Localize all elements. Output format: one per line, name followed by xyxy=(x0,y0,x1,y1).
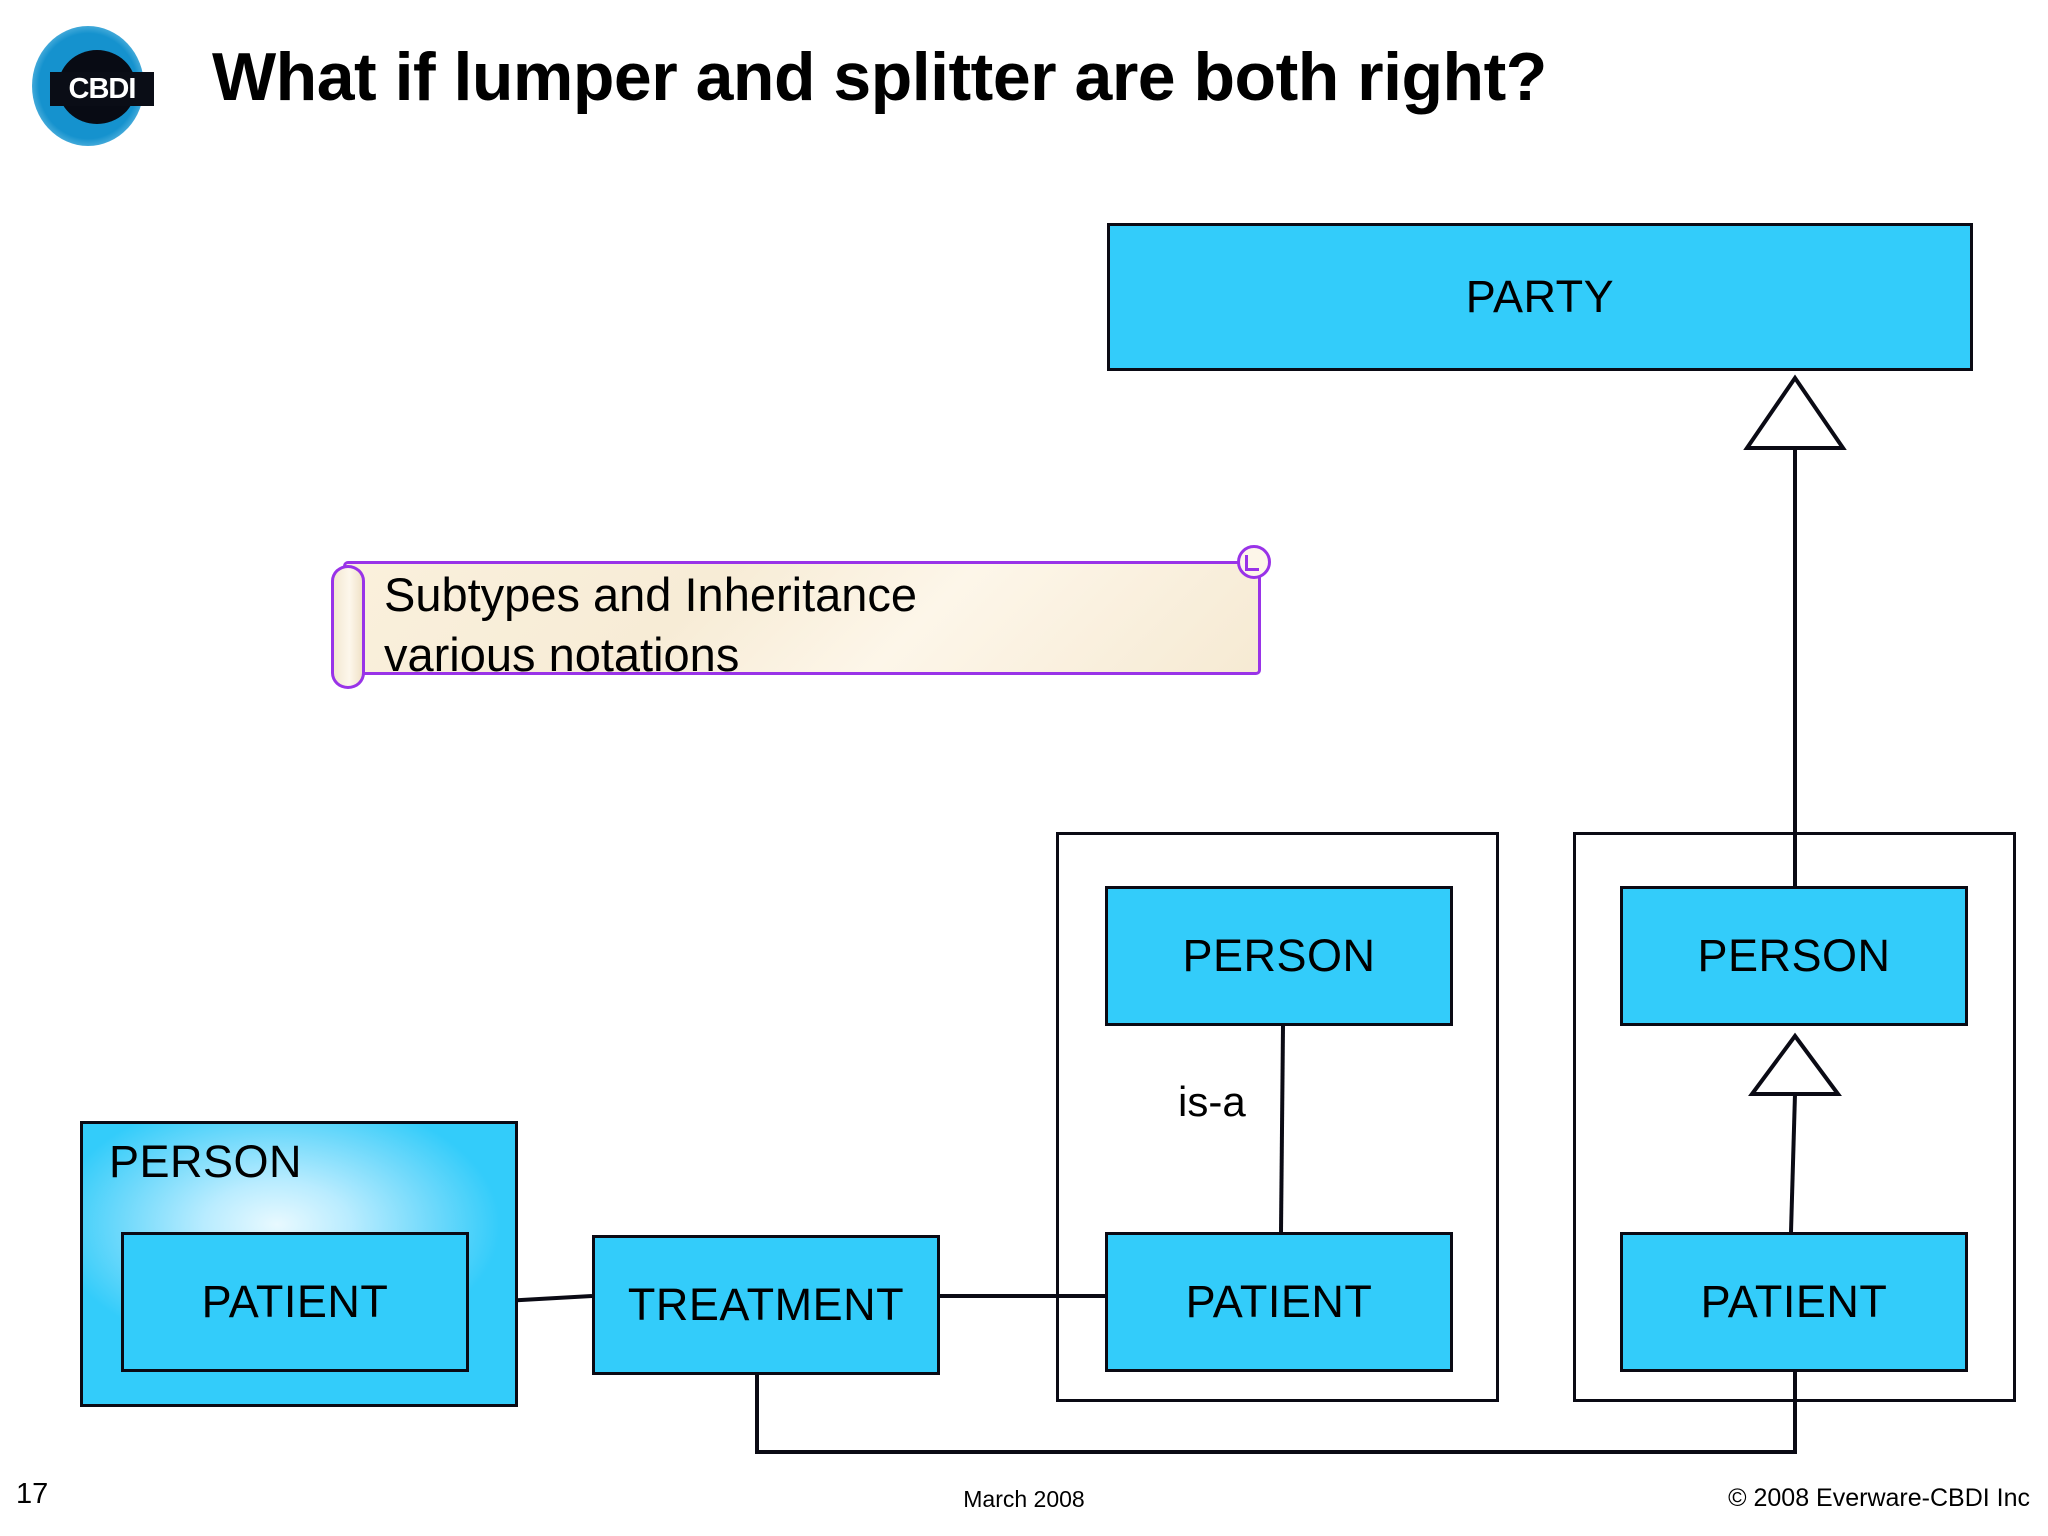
entity-box-treatment[interactable]: TREATMENT xyxy=(592,1235,940,1375)
notation-isa-container xyxy=(1056,832,1499,1402)
generalization-triangle-party xyxy=(1743,374,1847,450)
logo-wordmark: CBDI xyxy=(68,73,137,105)
entity-box-person-uml[interactable]: PERSON xyxy=(1620,886,1968,1026)
entity-box-patient-isa[interactable]: PATIENT xyxy=(1105,1232,1453,1372)
entity-box-patient-nested[interactable]: PATIENT xyxy=(121,1232,469,1372)
note-body xyxy=(343,561,1261,675)
notation-uml-container xyxy=(1573,832,2016,1402)
cbdi-logo-icon: CBDI xyxy=(18,20,158,152)
line-is-a xyxy=(1279,1025,1285,1233)
entity-box-patient-uml[interactable]: PATIENT xyxy=(1620,1232,1968,1372)
entity-box-party[interactable]: PARTY xyxy=(1107,223,1973,371)
note-curl-left-icon xyxy=(331,565,365,689)
note-callout[interactable]: Subtypes and Inheritance various notatio… xyxy=(331,545,1271,689)
page-title: What if lumper and splitter are both rig… xyxy=(212,39,1547,115)
line-right-person-to-right-patient xyxy=(1789,1093,1797,1233)
slide-header: CBDI What if lumper and splitter are bot… xyxy=(0,0,2048,190)
note-curl-right-icon xyxy=(1237,545,1271,579)
footer-copyright: © 2008 Everware-CBDI Inc xyxy=(1728,1484,2030,1512)
footer-date: March 2008 xyxy=(963,1486,1085,1512)
note-curl-right-tick-icon xyxy=(1245,555,1259,571)
footer-page-number: 17 xyxy=(16,1478,49,1510)
logo-text-bar xyxy=(50,72,154,106)
slide-footer: 17 March 2008 © 2008 Everware-CBDI Inc xyxy=(0,1468,2048,1536)
relationship-label-is-a: is-a xyxy=(1178,1078,1246,1125)
note-text: Subtypes and Inheritance various notatio… xyxy=(384,568,918,681)
line-treatment-to-right-patient xyxy=(755,1372,1797,1454)
entity-box-person-isa[interactable]: PERSON xyxy=(1105,886,1453,1026)
entity-label-person-outer: PERSON xyxy=(109,1136,303,1187)
